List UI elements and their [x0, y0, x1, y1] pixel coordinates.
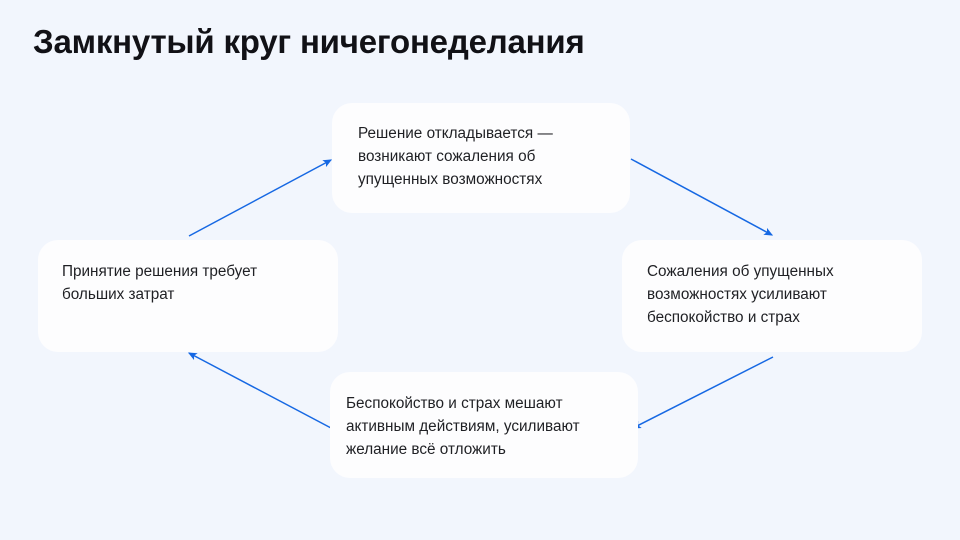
arrow-left-to-top [188, 159, 333, 237]
node-fear-blocks-action[interactable]: Беспокойство и страх мешают активным дей… [330, 372, 638, 478]
node-label: Решение откладывается — возникают сожале… [358, 125, 553, 188]
page-title: Замкнутый круг ничегонеделания [33, 23, 585, 60]
arrow-top-to-right [630, 158, 774, 236]
node-label: Сожаления об упущенных возможностях усил… [647, 263, 834, 326]
arrow-bottom-to-left [187, 352, 332, 429]
node-label: Принятие решения требует больших затрат [62, 263, 258, 303]
node-label: Беспокойство и страх мешают активным дей… [346, 395, 580, 458]
arrow-right-to-bottom [631, 356, 774, 429]
node-decision-is-costly[interactable]: Принятие решения требует больших затрат [38, 240, 338, 352]
node-regrets-amplify-fear[interactable]: Сожаления об упущенных возможностях усил… [622, 240, 922, 352]
node-decision-postponed[interactable]: Решение откладывается — возникают сожале… [332, 103, 630, 213]
